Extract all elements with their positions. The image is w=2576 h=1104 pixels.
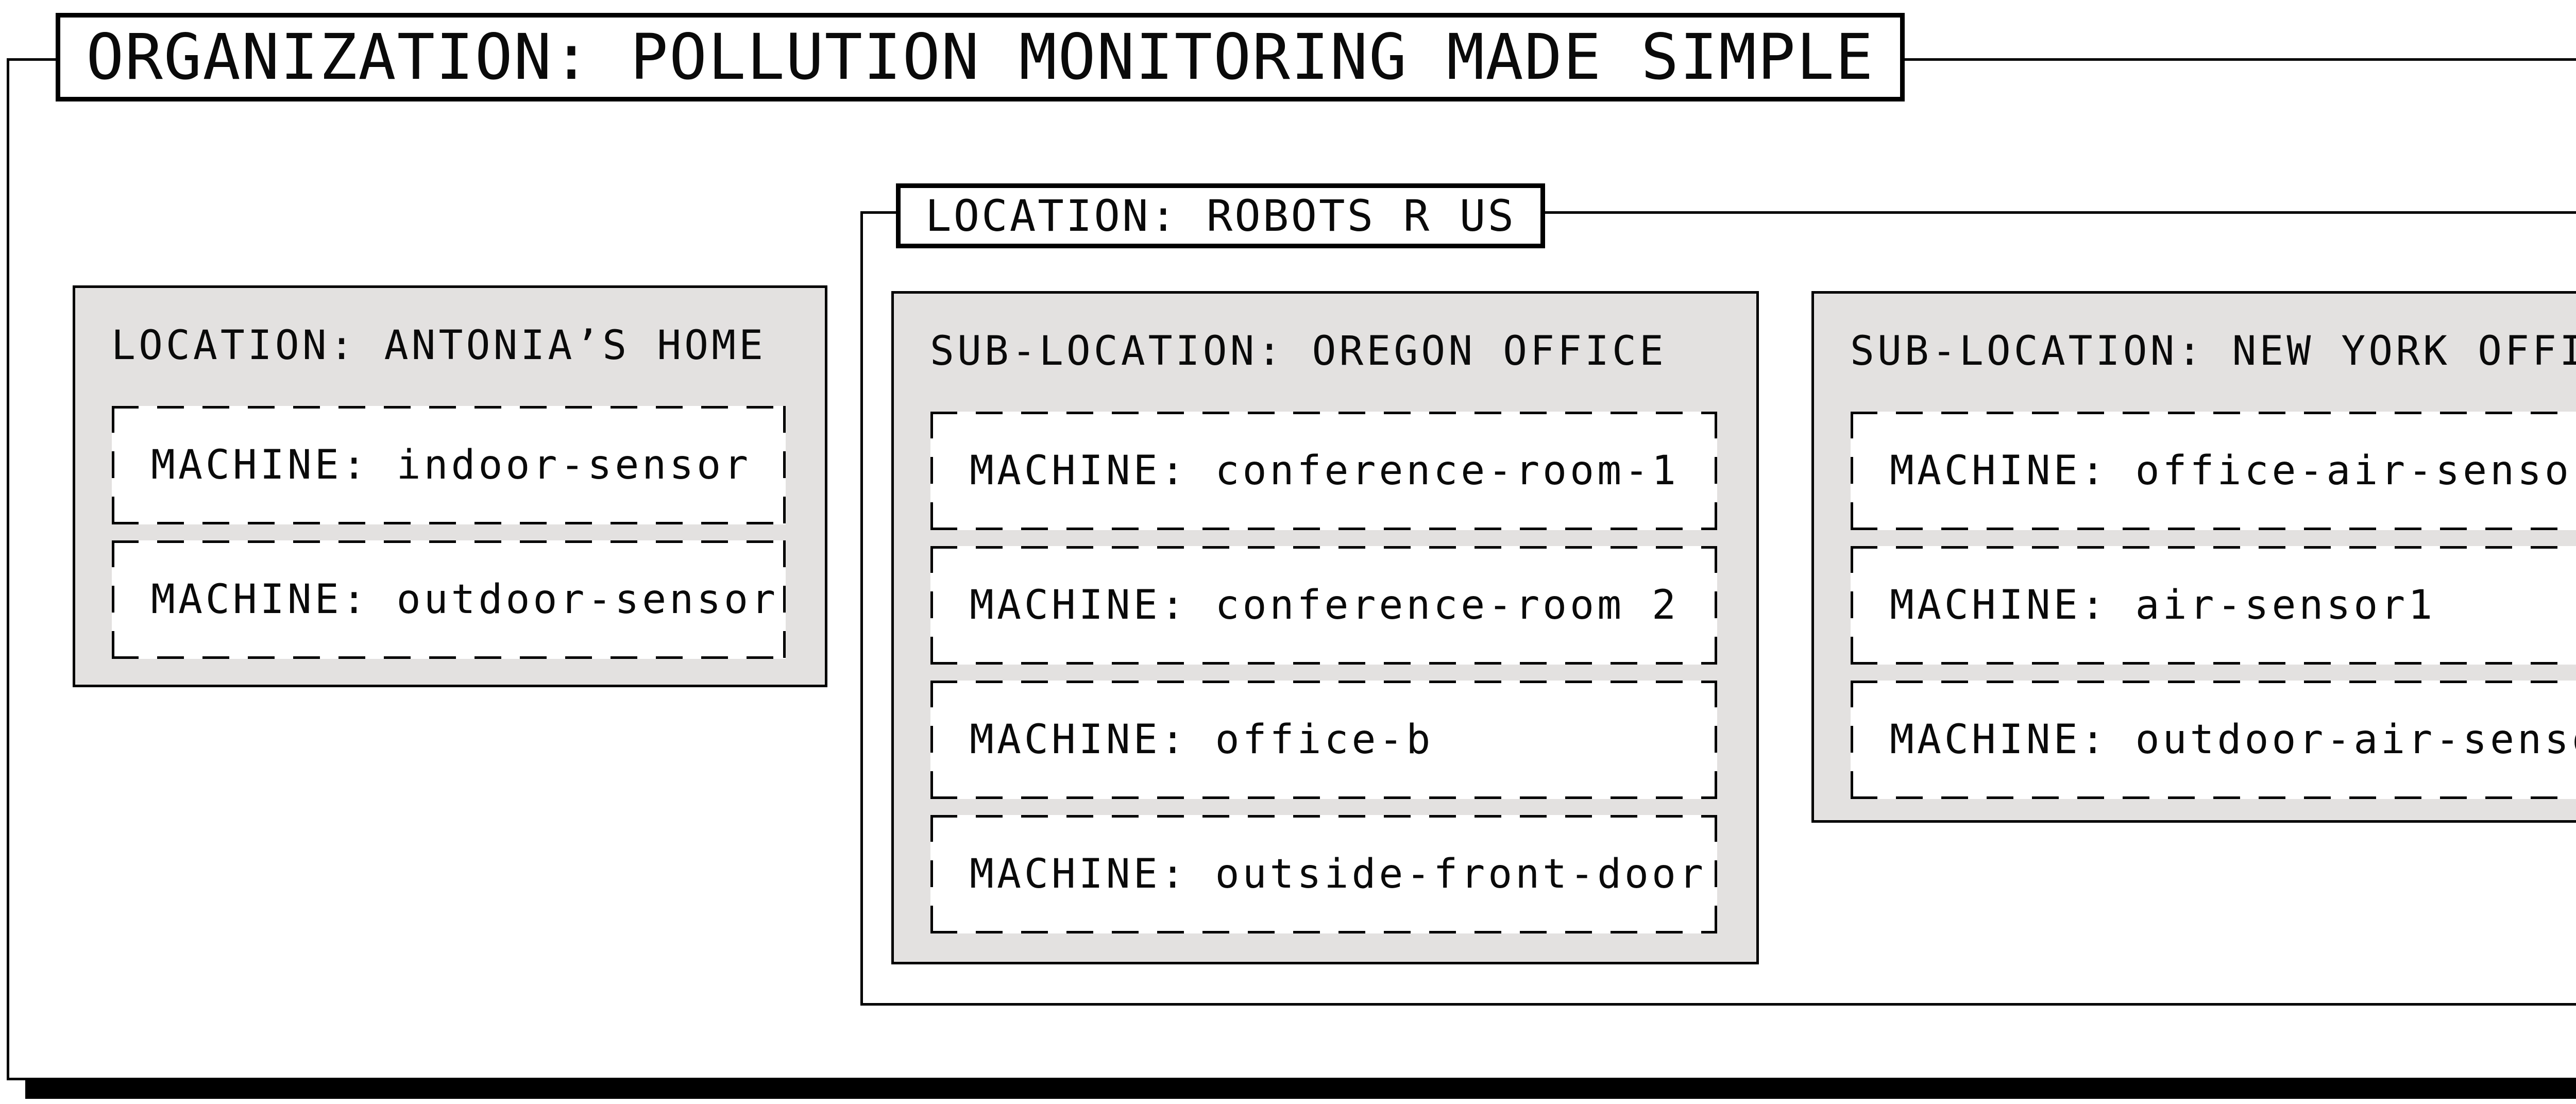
- machine-label: MACHINE: office-air-sensor: [1890, 448, 2576, 494]
- machine-label: MACHINE: office-b: [970, 717, 1434, 763]
- machine-list-antonias-home: MACHINE: indoor-sensor MACHINE: outdoor-…: [112, 406, 786, 659]
- machine-box-indoor-sensor: MACHINE: indoor-sensor: [112, 406, 786, 524]
- machine-box-conference-room-1: MACHINE: conference-room-1: [930, 412, 1717, 530]
- machine-box-conference-room-2: MACHINE: conference-room 2: [930, 546, 1717, 665]
- machine-list-oregon-office: MACHINE: conference-room-1 MACHINE: conf…: [930, 412, 1717, 933]
- machine-label: MACHINE: outdoor-air-sensor: [1890, 717, 2576, 763]
- organization-title: ORGANIZATION: POLLUTION MONITORING MADE …: [56, 13, 1905, 101]
- machine-box-outdoor-sensor: MACHINE: outdoor-sensor: [112, 540, 786, 659]
- machine-label: MACHINE: outdoor-sensor: [151, 576, 779, 623]
- location-title-robots-r-us: LOCATION: ROBOTS R US: [896, 183, 1546, 248]
- machine-box-air-sensor1: MACHINE: air-sensor1: [1851, 546, 2576, 665]
- sub-location-title-oregon-office: SUB-LOCATION: OREGON OFFICE: [930, 328, 1667, 375]
- machine-label: MACHINE: conference-room-1: [970, 448, 1679, 494]
- sub-location-box-new-york-office: SUB-LOCATION: NEW YORK OFFICE MACHINE: o…: [1811, 291, 2576, 823]
- machine-box-outdoor-air-sensor: MACHINE: outdoor-air-sensor: [1851, 681, 2576, 799]
- machine-label: MACHINE: air-sensor1: [1890, 582, 2436, 629]
- location-title-antonias-home: LOCATION: ANTONIA’S HOME: [111, 322, 767, 369]
- machine-box-outside-front-door: MACHINE: outside-front-door: [930, 815, 1717, 933]
- sub-location-title-new-york-office: SUB-LOCATION: NEW YORK OFFICE: [1850, 328, 2576, 375]
- machine-label: MACHINE: outside-front-door: [970, 851, 1706, 897]
- location-box-antonias-home: LOCATION: ANTONIA’S HOME MACHINE: indoor…: [73, 285, 827, 687]
- machine-label: MACHINE: indoor-sensor: [151, 442, 752, 488]
- machine-box-office-b: MACHINE: office-b: [930, 681, 1717, 799]
- machine-label: MACHINE: conference-room 2: [970, 582, 1679, 629]
- machine-box-office-air-sensor: MACHINE: office-air-sensor: [1851, 412, 2576, 530]
- machine-list-new-york-office: MACHINE: office-air-sensor MACHINE: air-…: [1851, 412, 2576, 799]
- sub-location-box-oregon-office: SUB-LOCATION: OREGON OFFICE MACHINE: con…: [891, 291, 1759, 964]
